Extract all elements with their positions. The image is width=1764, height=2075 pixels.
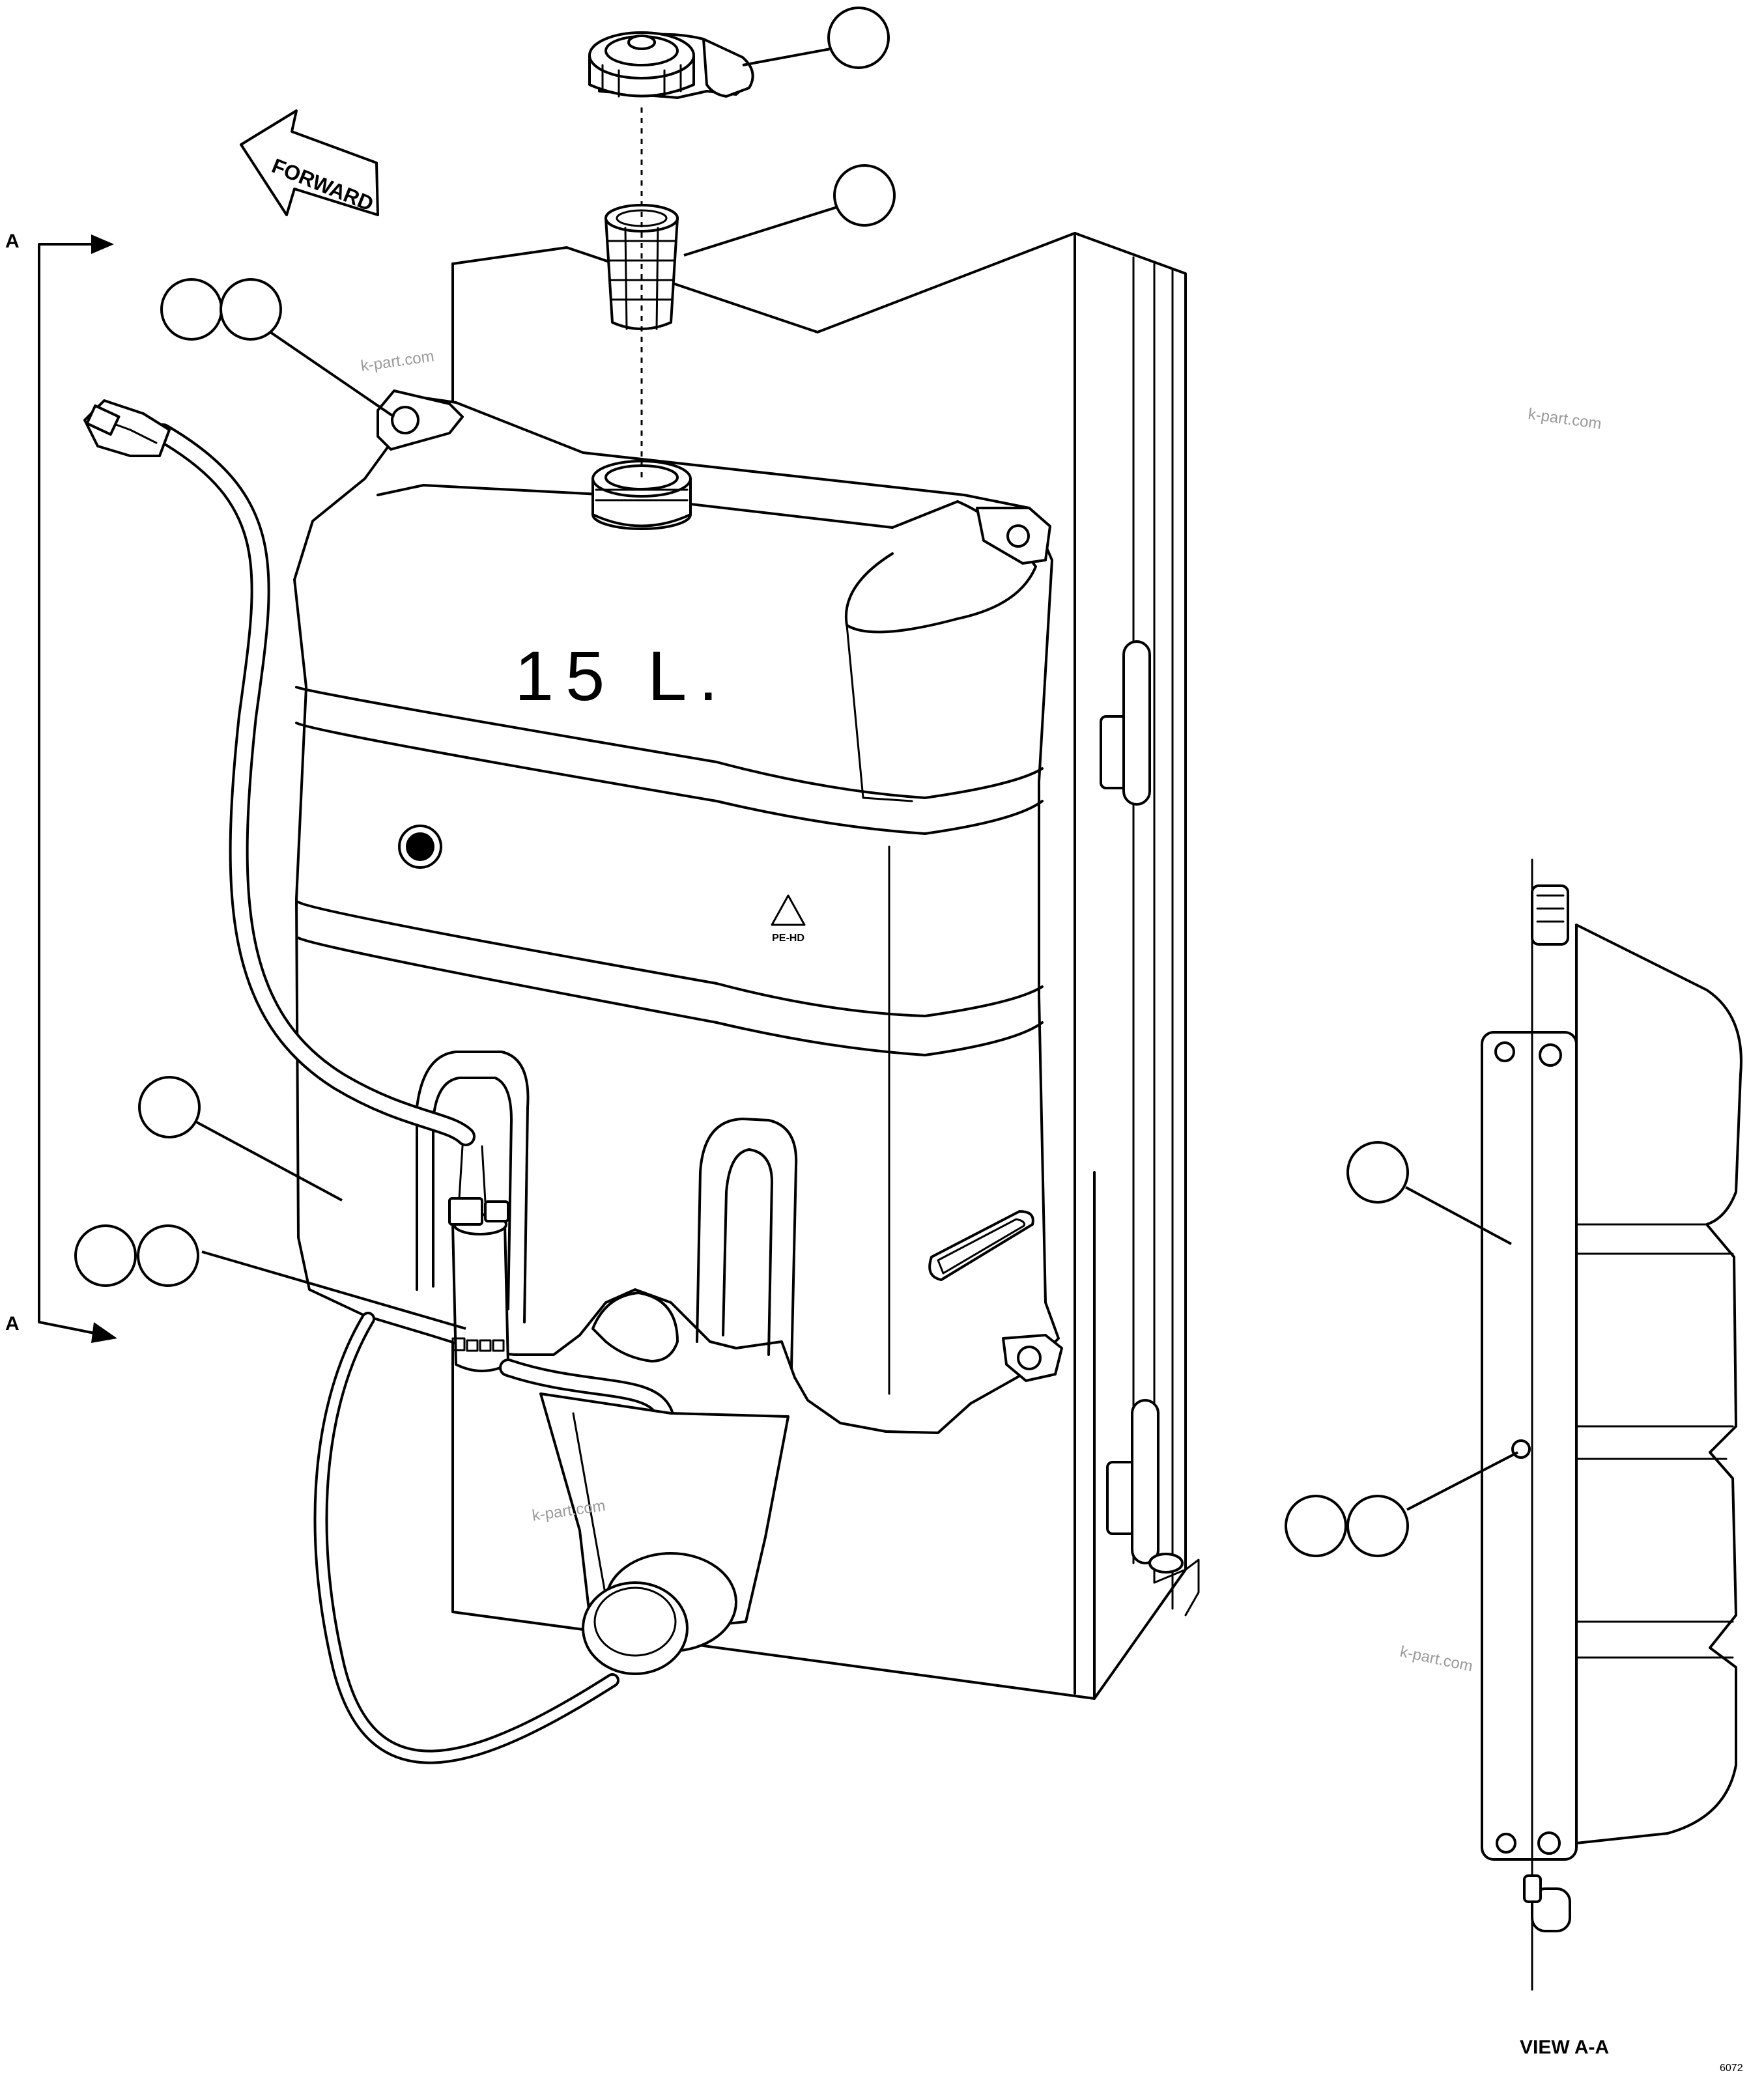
callout-pump-b: [137, 1224, 199, 1287]
callout-pump-a: [74, 1224, 137, 1287]
capacity-label: 15 L.: [515, 636, 730, 715]
callout-bolt-a: [160, 278, 223, 341]
watermark: k-part.com: [1527, 405, 1602, 433]
mounting-panel: [451, 232, 1200, 1700]
leader-lines: [195, 48, 1518, 1511]
forward-arrow: FORWARD: [240, 109, 379, 216]
lower-bracket: [539, 1392, 790, 1675]
side-view-a-a: VIEW A-A 6072: [1481, 858, 1743, 2074]
section-label-bottom: A: [5, 1313, 20, 1334]
callout-screw-b: [1346, 1495, 1409, 1557]
section-line: A A: [5, 231, 117, 1343]
view-title: VIEW A-A: [1520, 2037, 1609, 2058]
callout-tank: [138, 1076, 201, 1138]
callout-screw-a: [1285, 1495, 1347, 1557]
callout-bubbles: [74, 7, 1409, 1557]
watermark: k-part.com: [360, 347, 435, 375]
drawing-number: 6072: [1720, 2063, 1743, 2074]
recycle-code: PE-HD: [772, 933, 804, 944]
filler-cap: [588, 31, 754, 99]
callout-plate: [1346, 1141, 1409, 1204]
pump-harness: [83, 399, 476, 1146]
callout-bolt-b: [220, 278, 282, 341]
filler-strainer: [605, 204, 679, 330]
watermark: k-part.com: [1399, 1643, 1474, 1675]
callout-strainer: [833, 164, 896, 227]
section-label-top: A: [5, 231, 20, 252]
reservoir-tank: PE-HD 15 L.: [293, 389, 1063, 1434]
callout-cap: [827, 7, 890, 69]
